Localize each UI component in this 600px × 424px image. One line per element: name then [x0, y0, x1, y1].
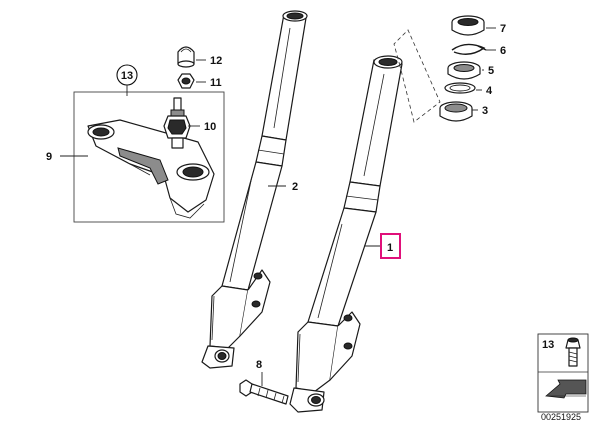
callout-2: 2: [292, 181, 298, 193]
socket-screw-icon: [565, 337, 581, 367]
bottom-yoke: [87, 119, 215, 219]
circlip-6: [451, 43, 487, 55]
callout-10: 10: [204, 121, 216, 133]
direction-arrow-icon: [545, 379, 587, 399]
callout-8: 8: [256, 359, 262, 371]
callout-6: 6: [500, 45, 506, 57]
callout-7: 7: [500, 23, 506, 35]
legend-box: 13: [537, 333, 589, 413]
fork-leg-1: [289, 55, 403, 413]
nut-11: [177, 73, 195, 89]
bushing-3: [439, 101, 473, 122]
fork-leg-2: [201, 10, 308, 369]
triple-clamp-inset: 13 10 9: [46, 64, 225, 223]
callout-13: 13: [121, 70, 133, 82]
seal-5: [447, 61, 481, 80]
callout-9: 9: [46, 151, 52, 163]
cap-12: [177, 46, 195, 68]
callout-11: 11: [210, 77, 222, 89]
callout-12: 12: [210, 55, 222, 67]
washer-4: [444, 82, 476, 94]
callout-3: 3: [482, 105, 488, 117]
callout-4: 4: [486, 85, 493, 97]
callout-1-highlight-box: [380, 233, 401, 259]
callout-5: 5: [488, 65, 494, 77]
legend-code: 00251925: [541, 412, 581, 422]
bolt-8: [239, 379, 289, 405]
steering-stem: [163, 97, 191, 149]
callout-1: 1: [387, 242, 393, 254]
assembly-guide-dashed: [393, 29, 441, 123]
inset-frame: [73, 91, 225, 223]
dust-cap-7: [451, 15, 485, 36]
legend-number: 13: [542, 339, 554, 351]
